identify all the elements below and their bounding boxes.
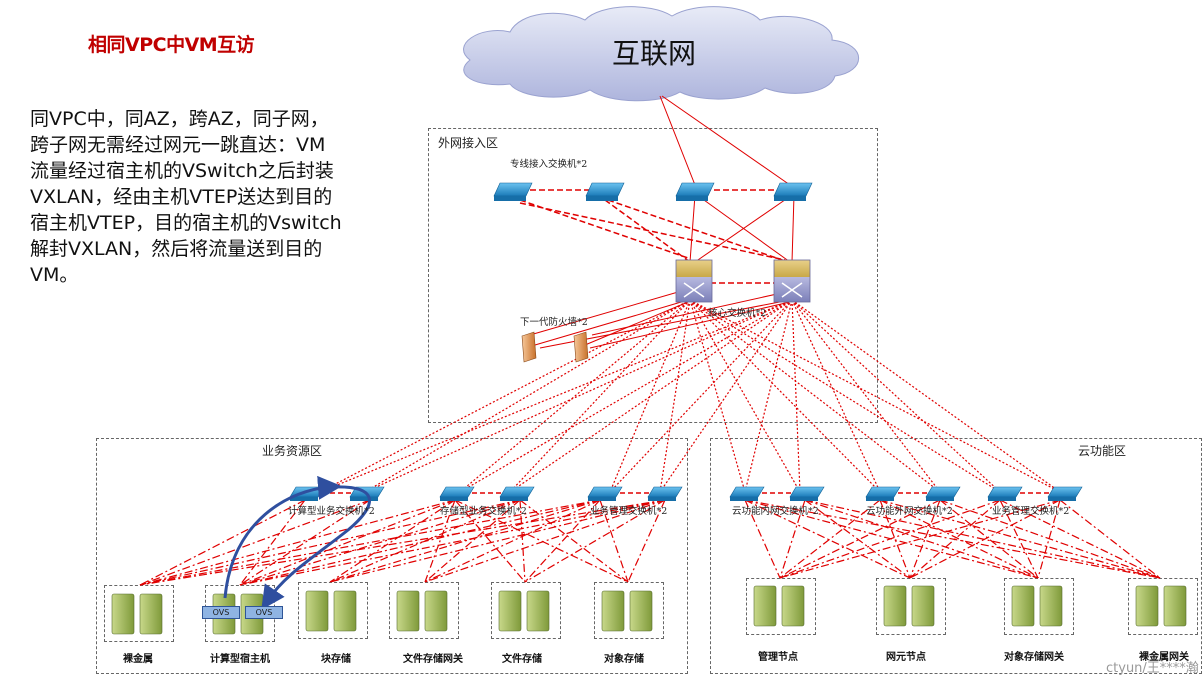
- node-box-file-gateway: [389, 582, 459, 639]
- core-links-dashed: [519, 189, 789, 284]
- internet-cloud: [463, 6, 860, 102]
- node-box-mgmt: [746, 578, 816, 635]
- switch-icon: [789, 486, 825, 501]
- node-label: 文件存储: [502, 654, 542, 665]
- ovs-box: OVS: [202, 606, 240, 619]
- server-icon: [1011, 585, 1063, 627]
- switch-to-node-links: [139, 499, 1161, 586]
- device-label: 云功能内网交换机*2: [732, 506, 819, 517]
- device-label: 云功能外网交换机*2: [866, 506, 953, 517]
- vxlan-flow-arrows: [223, 475, 371, 610]
- switch-icon: [773, 182, 813, 201]
- node-box-bare-metal: [104, 585, 174, 642]
- switch-icon: [499, 486, 535, 501]
- node-label: 网元节点: [886, 652, 926, 663]
- device-label: 业务管理交换机*2: [590, 506, 668, 517]
- cloud-function-zone: [710, 438, 1202, 674]
- node-label: 对象存储: [604, 654, 644, 665]
- switch-icon: [865, 486, 901, 501]
- watermark: ctyun/王****瀚: [1106, 661, 1199, 676]
- node-label: 对象存储网关: [1004, 652, 1064, 663]
- device-label: 专线接入交换机*2: [510, 159, 588, 170]
- node-box-file-storage: [491, 582, 561, 639]
- node-label: 裸金属: [123, 654, 153, 665]
- description-line: 解封VXLAN，然后将流量送到目的: [30, 238, 323, 260]
- switch-icon: [675, 182, 715, 201]
- server-icon: [753, 585, 805, 627]
- node-label: 裸金属网关: [1139, 652, 1189, 663]
- device-label: 核心交换机*2: [708, 308, 767, 319]
- description-line: VM。: [30, 264, 79, 286]
- switch-icon: [729, 486, 765, 501]
- switch-icon: [987, 486, 1023, 501]
- node-label: 计算型宿主机: [210, 654, 270, 665]
- switch-icon: [585, 182, 625, 201]
- slide-title: 相同VPC中VM互访: [88, 34, 255, 56]
- device-label: 业务管理交换机*2: [992, 506, 1070, 517]
- firewall-icon: [521, 331, 537, 363]
- zone-label-cloud: 云功能区: [1078, 444, 1127, 458]
- node-box-block-storage: [298, 582, 368, 639]
- server-icon: [601, 590, 653, 632]
- node-box-obj-gateway: [1004, 578, 1074, 635]
- server-icon: [1135, 585, 1187, 627]
- zone-label-external: 外网接入区: [438, 136, 499, 150]
- switch-icon: [925, 486, 961, 501]
- node-label: 管理节点: [758, 652, 798, 663]
- core-to-zone-links: [319, 299, 1061, 493]
- switch-icon: [493, 182, 533, 201]
- switch-icon: [587, 486, 623, 501]
- device-label: 存储型业务交换机*2: [440, 506, 527, 517]
- ovs-box: OVS: [245, 606, 283, 619]
- device-label: 计算型业务交换机*2: [288, 506, 375, 517]
- description-line: 同VPC中，同AZ，跨AZ，同子网，: [30, 108, 329, 130]
- server-icon: [883, 585, 935, 627]
- description-line: 宿主机VTEP，目的宿主机的Vswitch: [30, 212, 342, 234]
- server-icon: [498, 590, 550, 632]
- zone-label-business: 业务资源区: [262, 444, 323, 458]
- internet-links: [659, 95, 791, 186]
- firewall-icon: [573, 331, 589, 363]
- servers: [111, 585, 1187, 635]
- switches: [289, 182, 1083, 501]
- description-line: VXLAN，经由主机VTEP送达到目的: [30, 186, 333, 208]
- server-icon: [111, 593, 163, 635]
- core-switch-icon: [773, 259, 811, 303]
- description-text: 同VPC中，同AZ，跨AZ，同子网， 跨子网无需经过网元一跳直达：VM 流量经过…: [30, 106, 390, 288]
- switch-icon: [647, 486, 683, 501]
- switch-icon: [439, 486, 475, 501]
- core-switch-icon: [675, 259, 713, 303]
- description-line: 流量经过宿主机的VSwitch之后封装: [30, 160, 334, 182]
- external-access-zone: [428, 128, 878, 423]
- device-label: 下一代防火墙*2: [520, 317, 588, 328]
- node-box-object-storage: [594, 582, 664, 639]
- server-icon: [396, 590, 448, 632]
- description-line: 跨子网无需经过网元一跳直达：VM: [30, 134, 326, 156]
- node-box-bm-gateway: [1128, 578, 1198, 635]
- node-box-netelement: [876, 578, 946, 635]
- switch-icon: [1047, 486, 1083, 501]
- node-label: 文件存储网关: [403, 654, 463, 665]
- business-resource-zone: [96, 438, 688, 674]
- internet-label: 互联网: [612, 37, 697, 70]
- server-icon: [305, 590, 357, 632]
- node-label: 块存储: [321, 654, 351, 665]
